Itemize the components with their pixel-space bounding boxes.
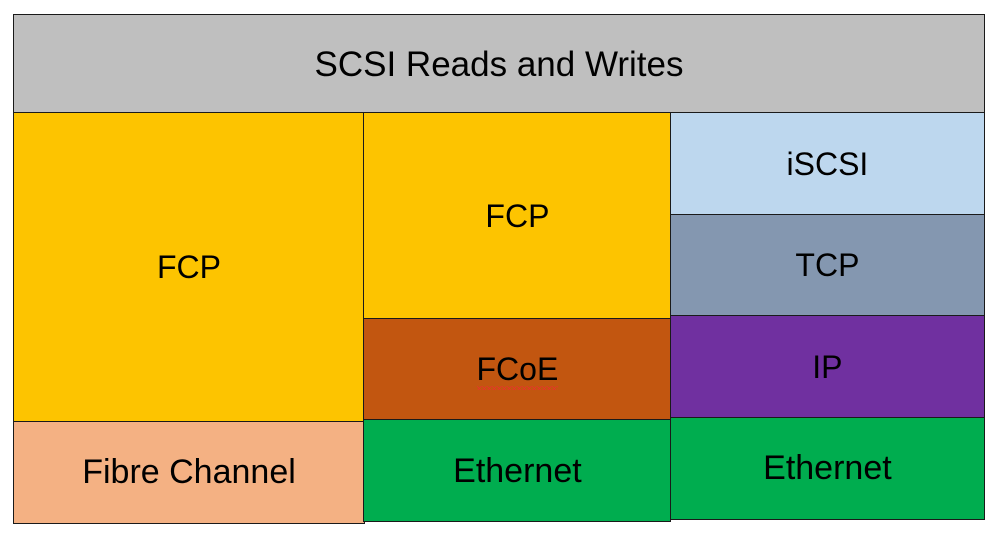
layer-fibre-channel: Fibre Channel — [13, 420, 365, 524]
diagram-body-row: FCP Fibre Channel FCP FCoE Ethernet iSCS… — [13, 112, 985, 525]
stack-column-fcoe: FCP FCoE Ethernet — [363, 112, 672, 525]
layer-ethernet-iscsi: Ethernet — [669, 416, 985, 520]
layer-ip: IP — [669, 315, 985, 419]
layer-tcp: TCP — [669, 213, 985, 317]
layer-fcoe-label: FCoE — [476, 351, 559, 391]
stack-column-iscsi: iSCSI TCP IP Ethernet — [669, 112, 985, 525]
layer-iscsi: iSCSI — [669, 112, 985, 216]
layer-fcp-fcoe: FCP — [363, 112, 672, 320]
protocol-stack-diagram: SCSI Reads and Writes FCP Fibre Channel … — [13, 14, 985, 525]
layer-ethernet-fcoe: Ethernet — [363, 419, 672, 523]
layer-fcoe: FCoE — [363, 317, 672, 421]
layer-fcp-fibre-channel: FCP — [13, 112, 365, 423]
header-scsi-reads-and-writes: SCSI Reads and Writes — [13, 14, 985, 114]
stack-column-fibre-channel: FCP Fibre Channel — [13, 112, 365, 525]
diagram-header-row: SCSI Reads and Writes — [13, 14, 985, 114]
